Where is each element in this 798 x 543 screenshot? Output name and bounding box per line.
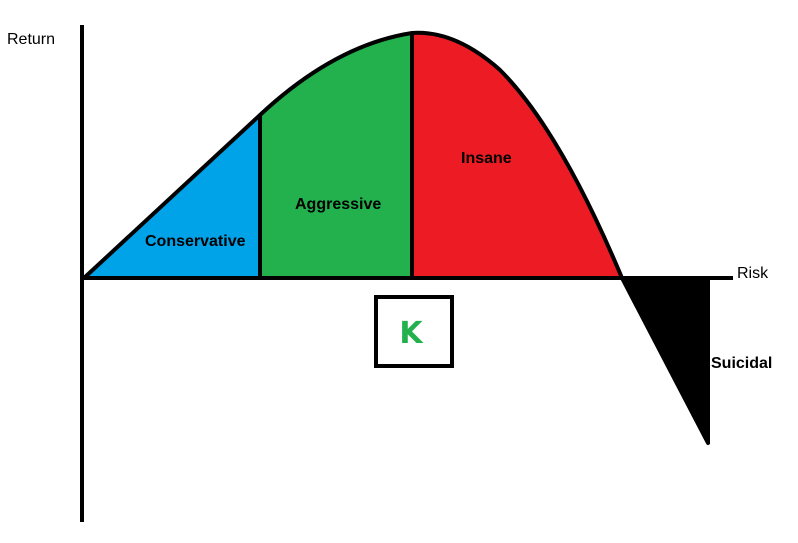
zone-label-insane: Insane [461,150,512,167]
x-axis-label: Risk [737,265,769,282]
return-curve [82,30,710,445]
zone-insane-area [412,32,622,279]
logo-badge: K [374,295,454,368]
zone-aggressive-area [260,33,412,278]
zone-label-conservative: Conservative [145,233,246,250]
zone-label-suicidal: Suicidal [711,355,772,372]
zone-label-aggressive: Aggressive [295,196,381,213]
logo-k-icon: K [399,316,424,351]
logo-frame [374,295,454,368]
y-axis-label: Return [7,31,55,48]
